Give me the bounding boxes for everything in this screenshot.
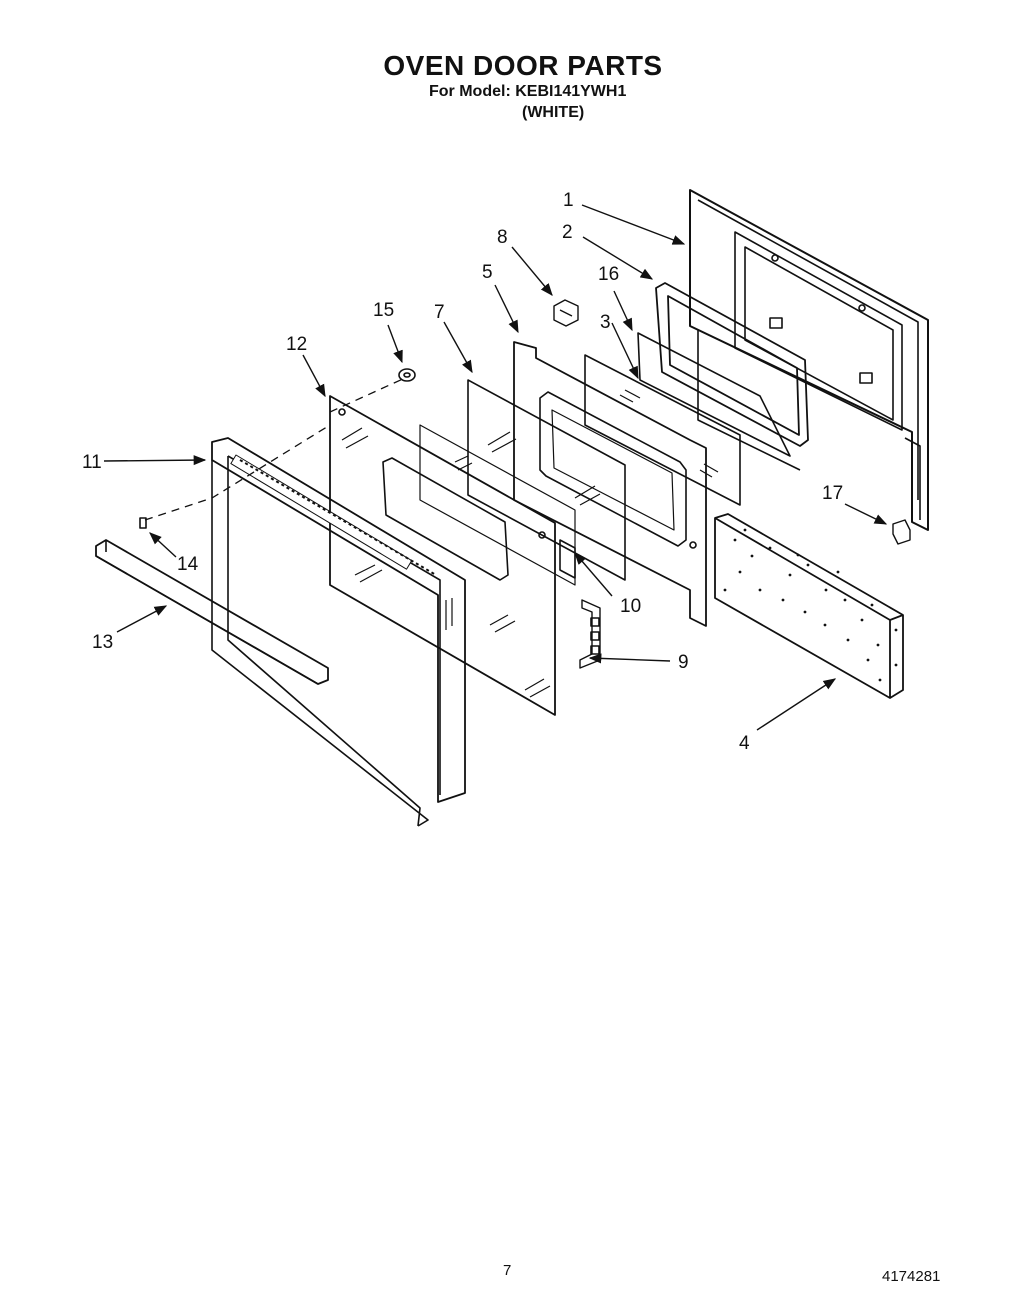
callout-7: 7 xyxy=(434,302,445,323)
callout-1: 1 xyxy=(563,190,574,211)
part-spacer xyxy=(559,539,576,579)
part-insulation-block xyxy=(714,513,904,699)
callout-12: 12 xyxy=(286,334,307,355)
part-gasket xyxy=(655,282,809,447)
callout-9: 9 xyxy=(678,652,689,673)
callout-3: 3 xyxy=(600,312,611,333)
part-door-handle xyxy=(95,539,329,685)
part-door-frame xyxy=(211,437,466,827)
callout-13: 13 xyxy=(92,632,113,653)
part-hinge-bracket xyxy=(579,599,601,669)
callout-11: 11 xyxy=(82,452,102,473)
callout-4: 4 xyxy=(739,733,750,754)
part-bracket-top xyxy=(553,299,579,327)
callout-8: 8 xyxy=(497,227,508,248)
part-glass-pane-middle xyxy=(467,379,626,581)
part-inner-door-panel xyxy=(689,189,929,531)
document-number: 4174281 xyxy=(882,1268,941,1285)
model-label: For Model: KEBI141YWH1 xyxy=(429,83,627,100)
page-number: 7 xyxy=(503,1262,512,1279)
part-washer xyxy=(398,368,416,382)
callout-5: 5 xyxy=(482,262,493,283)
part-outer-door-glass xyxy=(329,395,576,716)
color-label: (WHITE) xyxy=(522,104,585,121)
part-glass-pane-rear xyxy=(584,354,741,506)
callout-17: 17 xyxy=(822,483,843,504)
callout-15: 15 xyxy=(373,300,394,321)
page-title: OVEN DOOR PARTS xyxy=(383,50,663,81)
callout-2: 2 xyxy=(562,222,573,243)
callout-labels: 1 2 3 4 5 7 8 9 10 11 12 13 14 15 16 17 xyxy=(82,190,843,754)
callout-16: 16 xyxy=(598,264,619,285)
part-door-liner xyxy=(513,341,707,627)
part-screw xyxy=(139,517,147,529)
callout-10: 10 xyxy=(620,596,641,617)
callout-14: 14 xyxy=(177,554,199,575)
part-clip xyxy=(892,519,911,545)
part-insulation-sheet xyxy=(637,332,791,457)
